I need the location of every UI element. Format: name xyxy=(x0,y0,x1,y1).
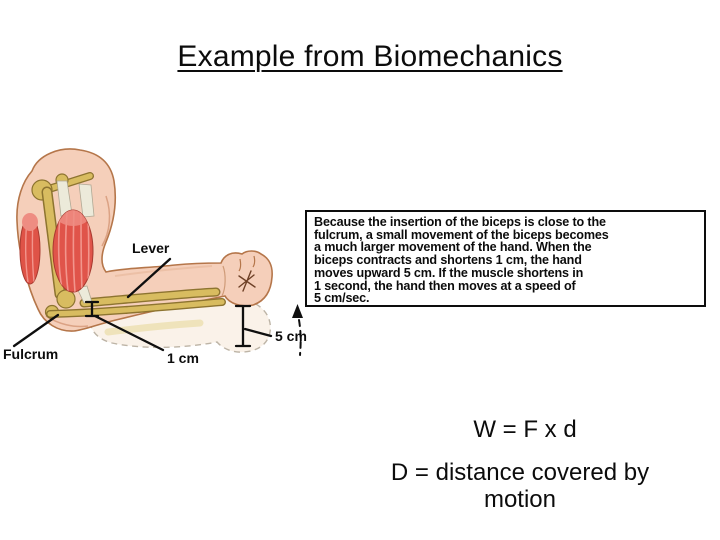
fulcrum-pointer-line xyxy=(12,313,60,348)
diagram-labels: Lever Fulcrum 1 cm 5 cm xyxy=(3,240,307,366)
five-cm-measure-line xyxy=(234,304,252,348)
one-cm-label: 1 cm xyxy=(167,350,199,366)
fulcrum-label: Fulcrum xyxy=(3,346,58,362)
biceps-muscle xyxy=(19,180,95,304)
explanation-text-box: Because the insertion of the biceps is c… xyxy=(305,210,706,307)
distance-definition: D = distance covered by motion xyxy=(390,459,650,513)
lever-pointer-line xyxy=(126,257,172,299)
annotations xyxy=(12,257,303,356)
five-cm-label: 5 cm xyxy=(275,328,307,344)
slide-title: Example from Biomechanics xyxy=(177,40,563,73)
upward-motion-arrow-tail xyxy=(298,319,302,356)
one-cm-pointer-line xyxy=(93,314,165,352)
five-cm-pointer-line xyxy=(243,327,273,338)
arm-lever-diagram: Lever Fulcrum 1 cm 5 cm xyxy=(3,148,307,366)
upward-motion-arrow-head xyxy=(292,304,303,318)
work-formula: W = F x d xyxy=(473,416,577,443)
lever-label: Lever xyxy=(132,240,170,256)
